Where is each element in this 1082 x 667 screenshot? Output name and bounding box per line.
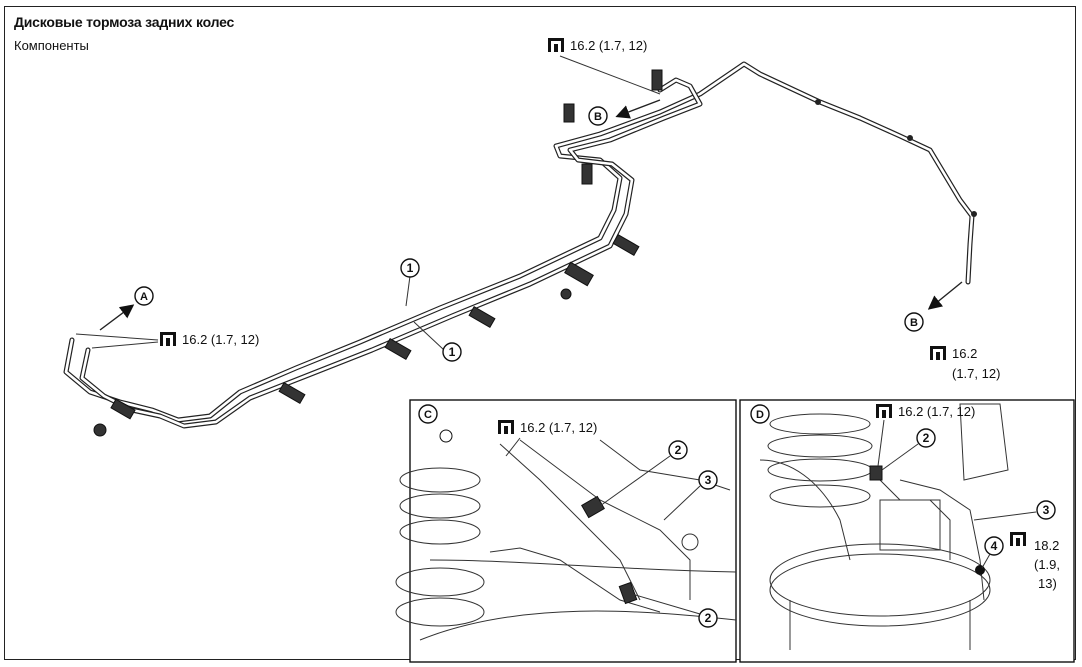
svg-text:4: 4 bbox=[991, 539, 998, 553]
svg-text:1: 1 bbox=[407, 261, 414, 275]
view-b-callout-top: B bbox=[588, 106, 608, 126]
view-b-callout-right: B bbox=[904, 312, 924, 332]
svg-text:(1.9,: (1.9, bbox=[1034, 557, 1060, 572]
inset-c: C 16.2 (1.7, 12) 2 2 3 bbox=[395, 399, 737, 663]
torque-wrench-icon bbox=[1010, 532, 1026, 546]
svg-text:16.2 (1.7, 12): 16.2 (1.7, 12) bbox=[898, 404, 975, 419]
direction-arrows bbox=[99, 99, 963, 331]
svg-text:3: 3 bbox=[705, 473, 712, 487]
torque-label-right: 16.2 (1.7, 12) bbox=[930, 346, 1000, 381]
torque-label-left: 16.2 (1.7, 12) bbox=[160, 332, 259, 347]
svg-text:D: D bbox=[756, 409, 764, 421]
svg-text:16.2 (1.7, 12): 16.2 (1.7, 12) bbox=[570, 38, 647, 53]
svg-text:16.2 (1.7, 12): 16.2 (1.7, 12) bbox=[520, 420, 597, 435]
svg-text:2: 2 bbox=[923, 431, 930, 445]
svg-text:3: 3 bbox=[1043, 503, 1050, 517]
svg-text:13): 13) bbox=[1038, 576, 1057, 591]
page-title: Дисковые тормоза задних колес bbox=[14, 14, 235, 30]
torque-wrench-icon bbox=[498, 420, 514, 434]
leader-lines bbox=[75, 55, 661, 351]
svg-text:A: A bbox=[140, 291, 148, 303]
svg-text:(1.7, 12): (1.7, 12) bbox=[952, 366, 1000, 381]
inset-d: D 16.2 (1.7, 12) 2 3 4 18.2 (1.9, 13) bbox=[739, 399, 1075, 663]
torque-wrench-icon bbox=[930, 346, 946, 360]
svg-text:18.2: 18.2 bbox=[1034, 538, 1059, 553]
svg-text:16.2 (1.7, 12): 16.2 (1.7, 12) bbox=[182, 332, 259, 347]
svg-text:B: B bbox=[594, 111, 602, 123]
svg-text:2: 2 bbox=[675, 443, 682, 457]
part-1-callout-upper: 1 bbox=[400, 258, 420, 278]
svg-text:C: C bbox=[424, 409, 432, 421]
torque-label-top: 16.2 (1.7, 12) bbox=[548, 38, 647, 53]
svg-text:16.2: 16.2 bbox=[952, 346, 977, 361]
brake-pipe-main bbox=[63, 61, 975, 429]
pipe-clips bbox=[93, 69, 977, 437]
torque-wrench-icon bbox=[548, 38, 564, 52]
svg-text:1: 1 bbox=[449, 345, 456, 359]
view-a-callout: A bbox=[134, 286, 154, 306]
svg-text:B: B bbox=[910, 317, 918, 329]
torque-wrench-icon bbox=[160, 332, 176, 346]
svg-text:2: 2 bbox=[705, 611, 712, 625]
part-1-callout-lower: 1 bbox=[442, 342, 462, 362]
page-subtitle: Компоненты bbox=[14, 38, 89, 53]
torque-wrench-icon bbox=[876, 404, 892, 418]
